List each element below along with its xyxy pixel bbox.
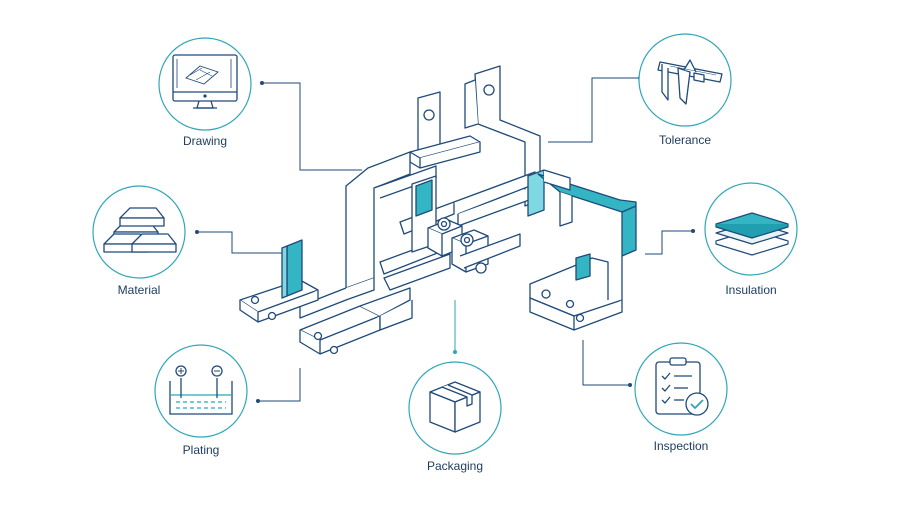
label-packaging: Packaging [426, 459, 484, 473]
connector-inspection [582, 340, 630, 386]
box-icon [429, 381, 481, 433]
computer-monitor-icon [172, 54, 238, 109]
label-drawing: Drawing [182, 134, 228, 148]
connector-tolerance [548, 77, 640, 143]
connector-drawing [262, 82, 362, 171]
label-inspection: Inspection [653, 439, 709, 453]
circle-drawing [158, 37, 252, 131]
label-material: Material [117, 283, 161, 297]
plating-tank-icon [169, 365, 233, 415]
circle-plating [154, 344, 248, 438]
checklist-icon [655, 357, 709, 416]
caliper-icon [657, 59, 723, 105]
metal-ingots-icon [103, 207, 177, 253]
label-plating: Plating [182, 443, 220, 457]
connector-plating [258, 368, 301, 402]
connector-lines [195, 76, 695, 403]
busbar-assembly-icon [239, 65, 637, 355]
connector-material [197, 231, 285, 254]
label-tolerance: Tolerance [658, 133, 712, 147]
insulation-layers-icon [715, 212, 789, 256]
connector-insulation [645, 230, 693, 255]
label-insulation: Insulation [725, 283, 777, 297]
